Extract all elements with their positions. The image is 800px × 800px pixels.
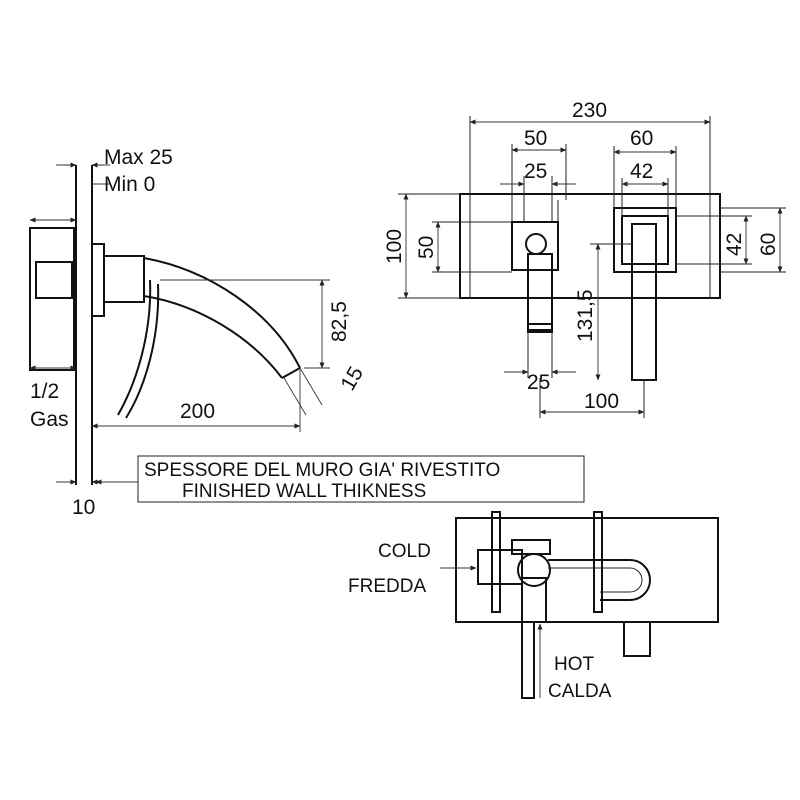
spout-outlet-front (631, 223, 657, 381)
handle-knob (35, 261, 73, 299)
spout-plate-height-inner-label: 42 (723, 233, 746, 256)
centre-distance-label: 100 (584, 390, 619, 413)
spout-block-inner (621, 215, 669, 265)
connection-type-label: Gas (30, 408, 69, 431)
valve-view: COLD FREDDA HOT CALDA (348, 511, 719, 702)
cartridge-body (517, 553, 551, 587)
overall-width-label: 230 (572, 99, 607, 122)
valve-bar-right (593, 511, 603, 613)
handle-pivot (525, 233, 547, 255)
spout-width-label: 42 (630, 160, 653, 183)
min-depth-label: Min 0 (104, 173, 155, 196)
front-view: 230 50 25 60 42 100 50 (383, 99, 786, 418)
handle-plate-width-label: 50 (524, 127, 547, 150)
spout-reach-label: 200 (180, 400, 215, 423)
valve-bar-left (491, 511, 501, 613)
note-line-english: FINISHED WALL THIKNESS (182, 481, 426, 502)
handle-tip (527, 323, 553, 331)
spout-connection (548, 559, 651, 601)
note-box (137, 455, 585, 503)
side-view: Max 25 Min 0 1/2 Gas 200 82,5 15 10 (29, 146, 368, 519)
spout-stub (623, 621, 651, 657)
spout-upper-edge (143, 257, 301, 369)
handle-lever (527, 253, 553, 333)
spout-plate-width-label: 60 (630, 127, 653, 150)
lever-outer (117, 279, 152, 416)
bottom-width-label: 25 (527, 371, 550, 394)
connection-size-label: 1/2 (30, 380, 59, 403)
wall-offset-label: 10 (72, 496, 95, 519)
cold-label-en: COLD (378, 541, 431, 562)
max-depth-label: Max 25 (104, 146, 173, 169)
handle-width-label: 25 (524, 160, 547, 183)
spout-height-label: 82,5 (328, 301, 351, 342)
spout-outlet-label: 15 (336, 363, 368, 395)
centre-height-label: 131,5 (574, 289, 597, 342)
spout-body (103, 255, 145, 303)
plate-height-label: 100 (383, 229, 406, 264)
cover-plate (459, 193, 721, 299)
cartridge-cap (511, 539, 551, 555)
mounting-flange (91, 243, 105, 317)
lever-inner (125, 283, 160, 419)
spout-plate-height-label: 60 (757, 233, 780, 256)
hot-label-it: CALDA (548, 681, 612, 702)
spout-block (613, 207, 677, 273)
wall-thickness-note: SPESSORE DEL MURO GIA' RIVESTITO FINISHE… (95, 455, 585, 503)
hot-pipe (521, 621, 535, 699)
note-line-italian: SPESSORE DEL MURO GIA' RIVESTITO (144, 460, 500, 481)
handle-block (511, 221, 559, 271)
spout-outlet (281, 367, 301, 379)
cold-label-it: FREDDA (348, 576, 426, 597)
cold-inlet (477, 549, 523, 585)
spout-lower-edge (143, 295, 283, 379)
valve-box (455, 517, 719, 623)
handle-plate-height-label: 50 (415, 236, 438, 259)
hot-label-en: HOT (554, 654, 595, 675)
